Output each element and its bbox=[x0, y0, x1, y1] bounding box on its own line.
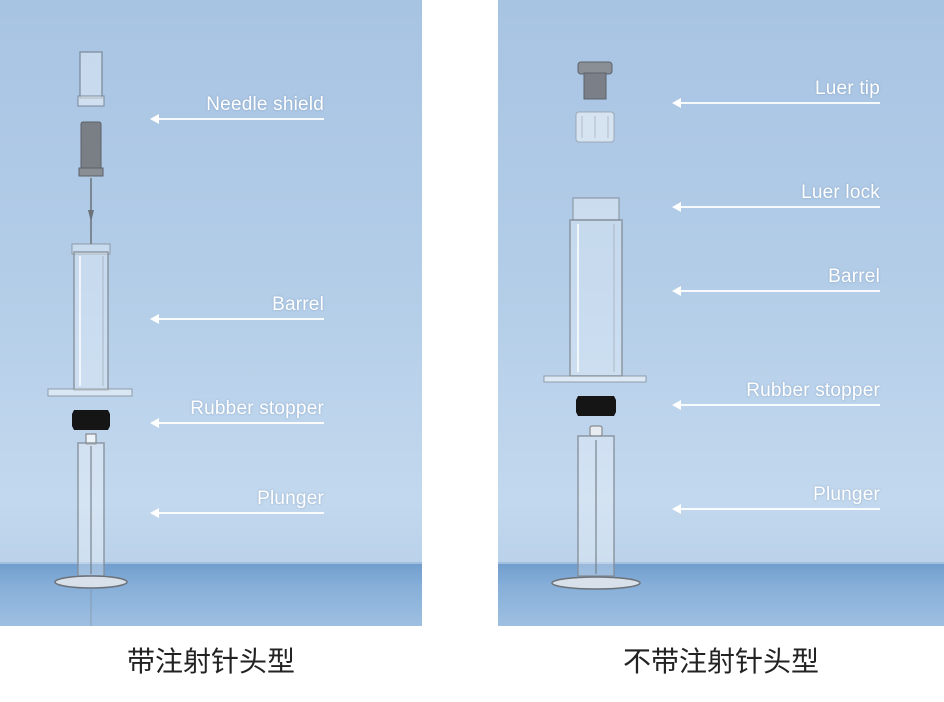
leader-line bbox=[152, 512, 324, 514]
callout-barrel: Barrel bbox=[672, 266, 880, 296]
arrow-icon bbox=[150, 314, 159, 324]
floor bbox=[498, 562, 944, 626]
label-barrel: Barrel bbox=[828, 266, 880, 287]
leader-line bbox=[674, 102, 880, 104]
leader-line bbox=[674, 206, 880, 208]
callout-needle-shield: Needle shield bbox=[150, 94, 324, 124]
caption-without-needle: 不带注射针头型 bbox=[622, 645, 819, 678]
callout-luer-tip: Luer tip bbox=[672, 78, 880, 108]
callout-luer-lock: Luer lock bbox=[672, 182, 880, 212]
arrow-icon bbox=[672, 98, 681, 108]
syringe-luer-lock-illustration bbox=[543, 61, 647, 590]
leader-line bbox=[152, 318, 324, 320]
callout-barrel: Barrel bbox=[150, 294, 324, 324]
label-luer-tip: Luer tip bbox=[815, 78, 880, 99]
label-barrel: Barrel bbox=[272, 294, 324, 315]
callout-plunger: Plunger bbox=[672, 484, 880, 514]
leader-line bbox=[152, 118, 324, 120]
leader-line bbox=[152, 422, 324, 424]
arrow-icon bbox=[672, 202, 681, 212]
floor bbox=[0, 562, 422, 626]
label-needle-shield: Needle shield bbox=[206, 94, 324, 115]
panel-without-needle: Luer tip Luer lock Barrel Rubber stopper… bbox=[498, 0, 944, 626]
callout-rubber-stopper: Rubber stopper bbox=[150, 398, 324, 428]
label-rubber-stopper: Rubber stopper bbox=[746, 380, 880, 401]
label-luer-lock: Luer lock bbox=[801, 182, 880, 203]
arrow-icon bbox=[150, 418, 159, 428]
arrow-icon bbox=[672, 286, 681, 296]
caption-with-needle: 带注射针头型 bbox=[126, 645, 295, 678]
callout-rubber-stopper: Rubber stopper bbox=[672, 380, 880, 410]
leader-line bbox=[674, 290, 880, 292]
label-plunger: Plunger bbox=[257, 488, 324, 509]
arrow-icon bbox=[150, 114, 159, 124]
label-rubber-stopper: Rubber stopper bbox=[190, 398, 324, 419]
leader-line bbox=[674, 404, 880, 406]
leader-line bbox=[674, 508, 880, 510]
arrow-icon bbox=[672, 400, 681, 410]
arrow-icon bbox=[150, 508, 159, 518]
label-plunger: Plunger bbox=[813, 484, 880, 505]
syringe-with-needle-illustration bbox=[47, 51, 133, 626]
panel-with-needle: Needle shield Barrel Rubber stopper Plun… bbox=[0, 0, 422, 626]
arrow-icon bbox=[672, 504, 681, 514]
callout-plunger: Plunger bbox=[150, 488, 324, 518]
